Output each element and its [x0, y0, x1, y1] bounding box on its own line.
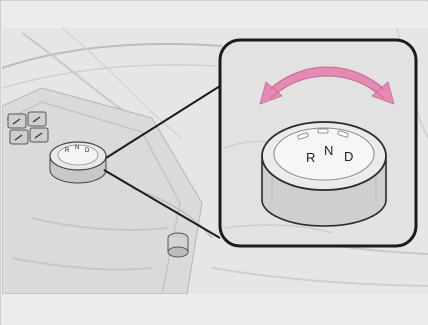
console-knob: [168, 233, 188, 257]
dial-label-r: R: [306, 150, 315, 165]
shift-dial-illustration: R N D: [2, 28, 428, 294]
large-shift-dial: R N D: [262, 122, 386, 226]
small-shift-dial: R N D: [50, 142, 106, 183]
bottom-margin: [2, 294, 428, 325]
top-margin: [2, 2, 428, 28]
small-dial-d: D: [85, 148, 90, 154]
indicator-n: [318, 129, 328, 133]
small-dial-r: R: [65, 148, 70, 154]
dial-label-n: N: [324, 143, 333, 158]
small-dial-n: N: [75, 145, 79, 151]
close-up-callout: R N D: [220, 40, 416, 246]
dial-label-d: D: [344, 149, 353, 164]
